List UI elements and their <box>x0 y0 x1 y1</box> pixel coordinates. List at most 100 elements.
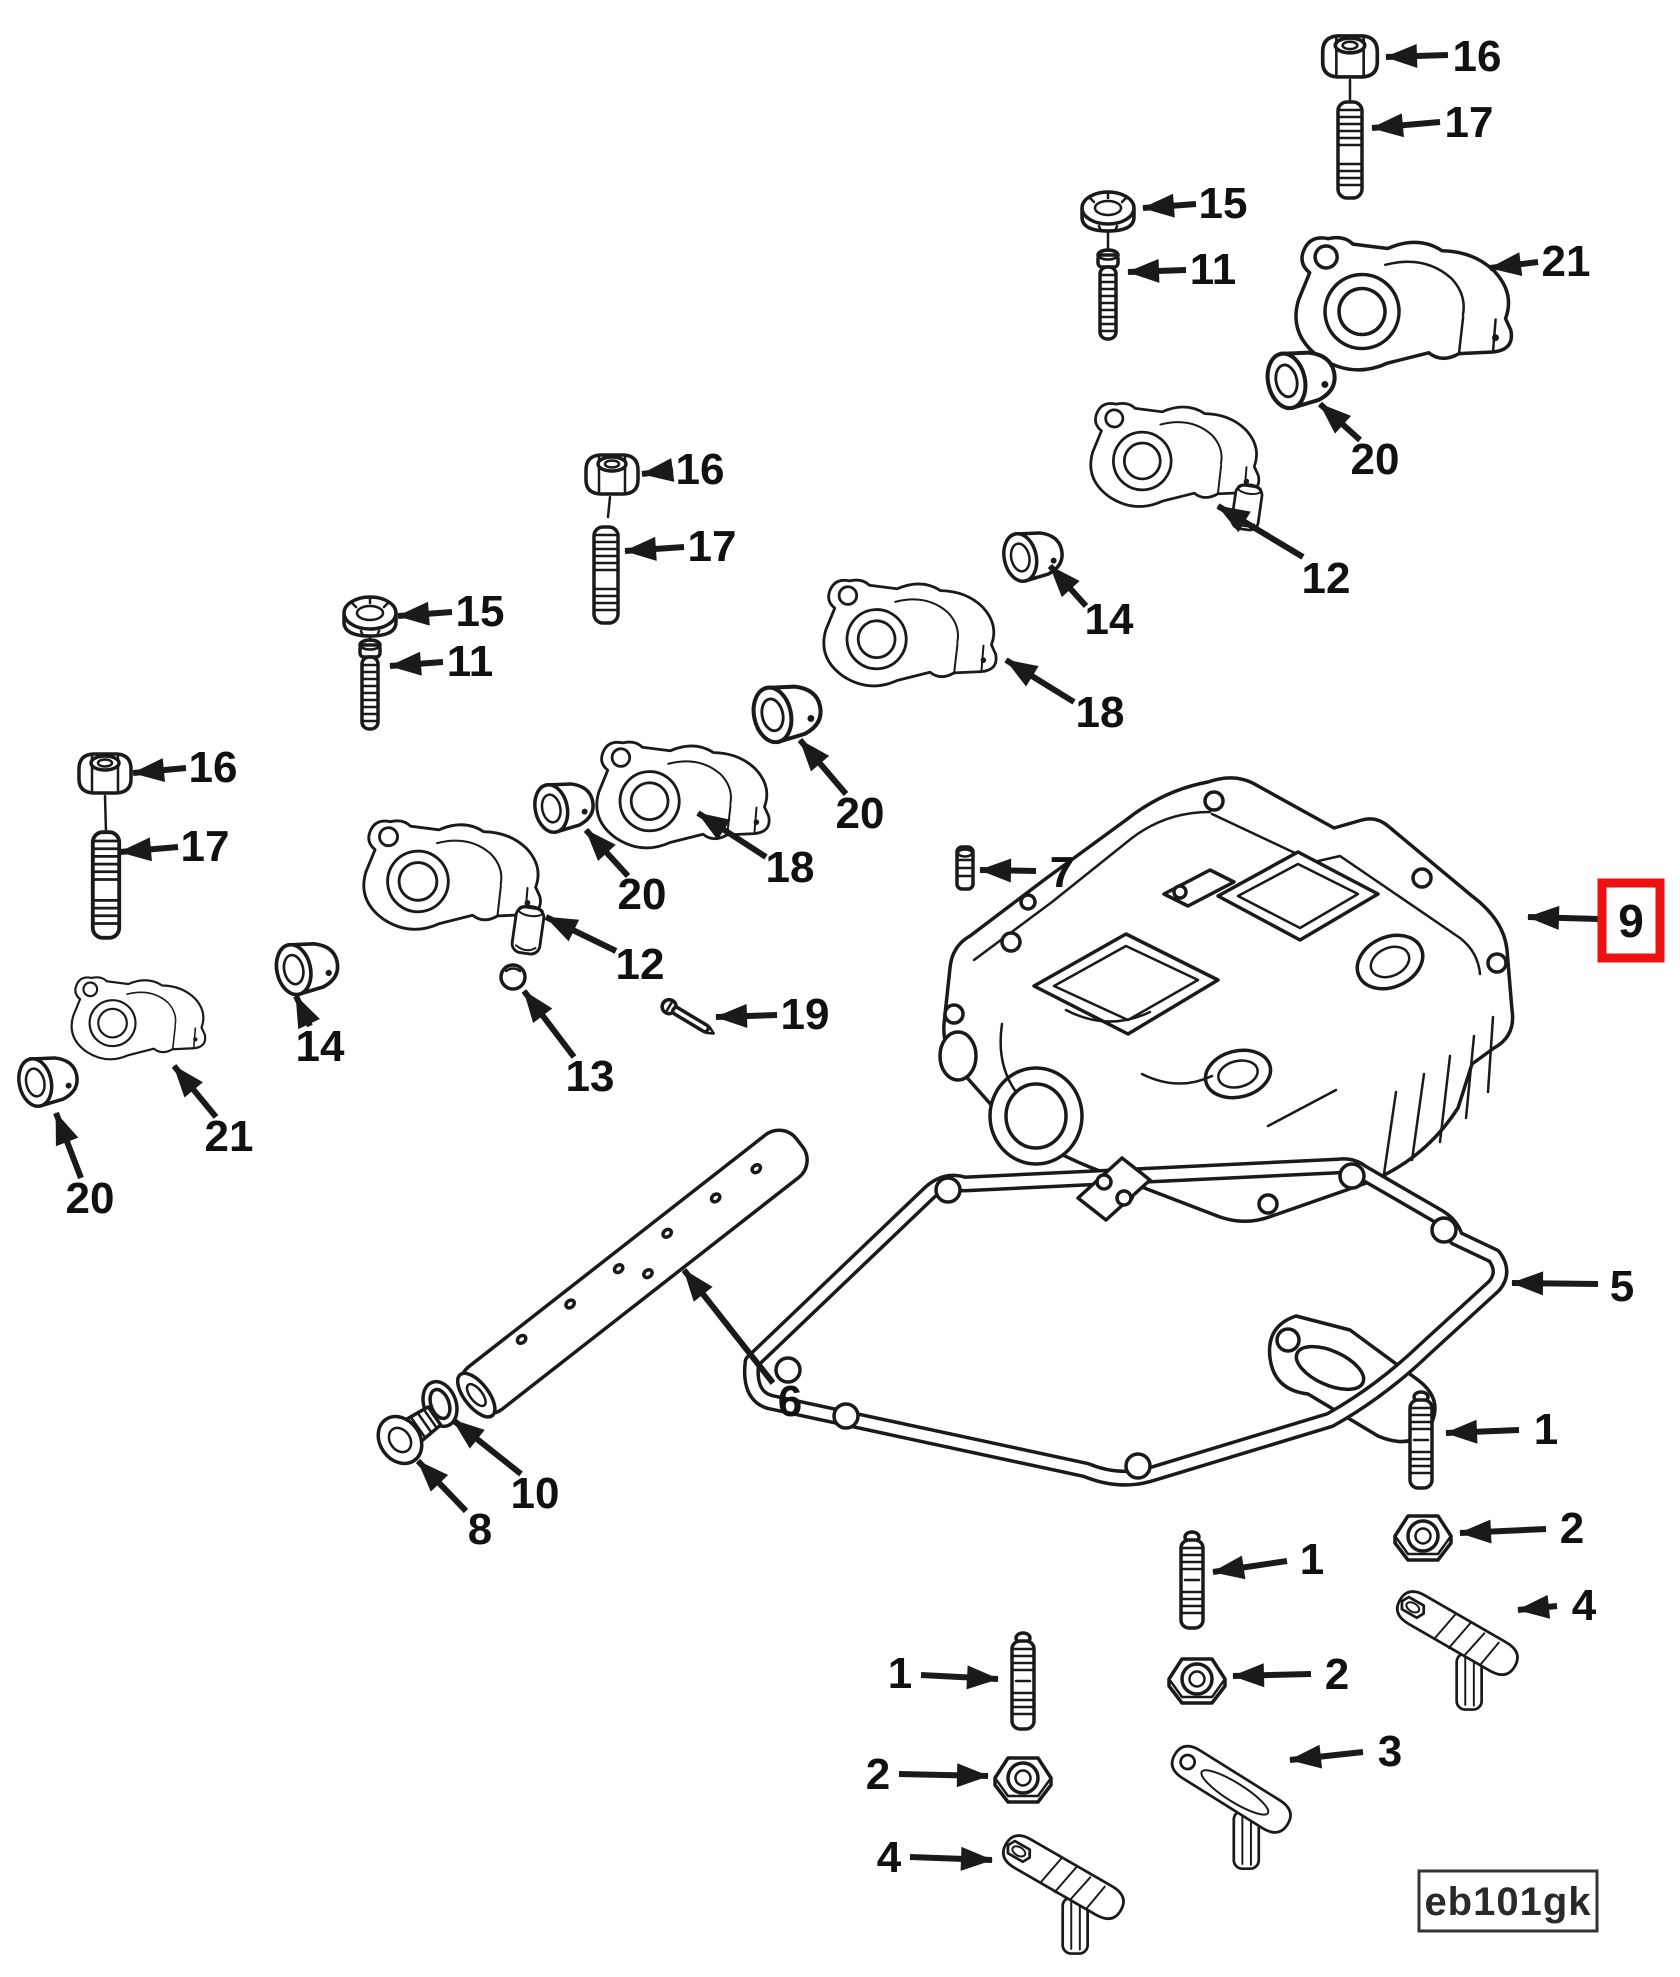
callout-number-12: 12 <box>1302 554 1351 603</box>
part-cylinder-head <box>938 776 1515 1223</box>
part-bushing-14-b <box>270 933 344 1000</box>
callout-1: 1 <box>1445 1405 1558 1454</box>
callout-arrow <box>797 738 849 796</box>
part-nut-15-b <box>342 595 398 638</box>
part-head-gasket <box>742 1156 1509 1487</box>
callout-arrow <box>1216 503 1305 560</box>
callout-number-17: 17 <box>181 822 230 871</box>
callout-number-1: 1 <box>1300 1535 1324 1584</box>
callout-number-20: 20 <box>836 789 885 838</box>
callout-number-12: 12 <box>616 940 665 989</box>
callout-number-18: 18 <box>766 843 815 892</box>
callout-9: 9 <box>1527 878 1665 963</box>
callout-number-2: 2 <box>1325 1650 1349 1699</box>
callout-arrow <box>389 651 444 676</box>
callout-arrow <box>171 1064 219 1119</box>
callout-arrow <box>1212 1555 1288 1580</box>
callout-arrow <box>397 601 453 626</box>
callout-number-16: 16 <box>1453 32 1502 81</box>
callout-number-11: 11 <box>1190 245 1237 294</box>
callout-4: 4 <box>877 1833 993 1882</box>
callout-arrow <box>1445 1419 1520 1444</box>
callout-20: 20 <box>797 738 885 838</box>
callout-arrow <box>979 858 1037 883</box>
callout-2: 2 <box>1232 1650 1349 1699</box>
callout-number-20: 20 <box>618 870 667 919</box>
callout-3: 3 <box>1289 1727 1402 1776</box>
part-nut-16-b <box>584 453 640 496</box>
gasket-bracket-plate <box>1076 1156 1152 1222</box>
callout-arrow <box>1459 1519 1547 1544</box>
callout-17: 17 <box>1371 98 1494 147</box>
callout-14: 14 <box>1047 563 1134 644</box>
part-bushing-20-b <box>749 678 826 746</box>
part-nut-16-c <box>77 752 133 795</box>
callout-number-5: 5 <box>1610 1262 1634 1311</box>
callout-18: 18 <box>1004 657 1125 737</box>
part-clamp-3 <box>1165 1738 1298 1871</box>
callout-12: 12 <box>1216 503 1351 603</box>
callout-18: 18 <box>696 810 815 892</box>
callout-number-19: 19 <box>781 990 830 1039</box>
part-nut-2-a <box>1393 1514 1453 1562</box>
callout-number-7: 7 <box>1050 848 1074 897</box>
callout-10: 10 <box>451 1417 559 1518</box>
callout-16: 16 <box>1385 32 1502 81</box>
callout-6: 6 <box>681 1268 802 1426</box>
part-bushing-20-d <box>12 1048 84 1112</box>
part-stud-1-a <box>1408 1390 1434 1490</box>
callout-arrow <box>909 1846 993 1871</box>
callout-21: 21 <box>171 1064 253 1161</box>
figure-code-box: eb101gk <box>1417 1869 1599 1933</box>
part-stud-17-c <box>90 830 122 940</box>
callout-arrow <box>1371 113 1441 138</box>
part-pin-19 <box>657 995 720 1042</box>
highlight-box <box>1597 878 1665 963</box>
callout-arrow <box>1142 193 1197 218</box>
part-stud-17-b <box>592 525 620 625</box>
callout-number-4: 4 <box>877 1833 902 1882</box>
callout-arrow <box>920 1665 999 1690</box>
callout-20: 20 <box>1317 401 1400 484</box>
callout-number-17: 17 <box>1445 98 1494 147</box>
callout-number-15: 15 <box>1199 179 1248 228</box>
callout-15: 15 <box>397 587 504 636</box>
part-nut-16-a <box>1320 34 1380 79</box>
part-bolt-11-b <box>358 638 382 731</box>
part-rocker-21-a <box>1286 217 1516 378</box>
callout-16: 16 <box>132 743 237 792</box>
figure-code-text: eb101gk <box>1424 1880 1591 1924</box>
part-rocker-18-b <box>588 725 773 855</box>
part-stud-1-b <box>1179 1530 1205 1630</box>
callout-number-21: 21 <box>1542 237 1591 286</box>
callout-5: 5 <box>1511 1262 1634 1311</box>
part-nut-15-a <box>1080 190 1136 233</box>
callout-19: 19 <box>715 990 830 1039</box>
part-clamp-4-b <box>996 1828 1131 1955</box>
part-stud-1-c <box>1010 1631 1036 1731</box>
callout-arrow <box>53 1111 84 1180</box>
callout-number-2: 2 <box>866 1750 890 1799</box>
part-nut-2-b <box>1167 1657 1227 1705</box>
part-ball-13 <box>499 963 527 991</box>
callout-number-20: 20 <box>1351 435 1400 484</box>
callout-11: 11 <box>1127 245 1237 294</box>
part-clamp-4-a <box>1390 1584 1525 1711</box>
callout-number-14: 14 <box>1085 595 1134 644</box>
callout-14: 14 <box>293 994 345 1071</box>
callout-21: 21 <box>1489 237 1591 286</box>
callout-number-3: 3 <box>1378 1727 1402 1776</box>
callout-arrow <box>415 1458 469 1514</box>
callout-number-2: 2 <box>1560 1504 1584 1553</box>
callout-7: 7 <box>979 848 1074 897</box>
callout-arrow <box>1385 44 1449 68</box>
callout-arrow <box>1511 1271 1599 1296</box>
callout-1: 1 <box>888 1649 999 1698</box>
callout-number-18: 18 <box>1076 688 1125 737</box>
callout-arrow <box>293 994 320 1030</box>
callout-4: 4 <box>1517 1581 1597 1630</box>
callout-arrow <box>1232 1663 1312 1688</box>
callout-arrow <box>544 914 618 954</box>
